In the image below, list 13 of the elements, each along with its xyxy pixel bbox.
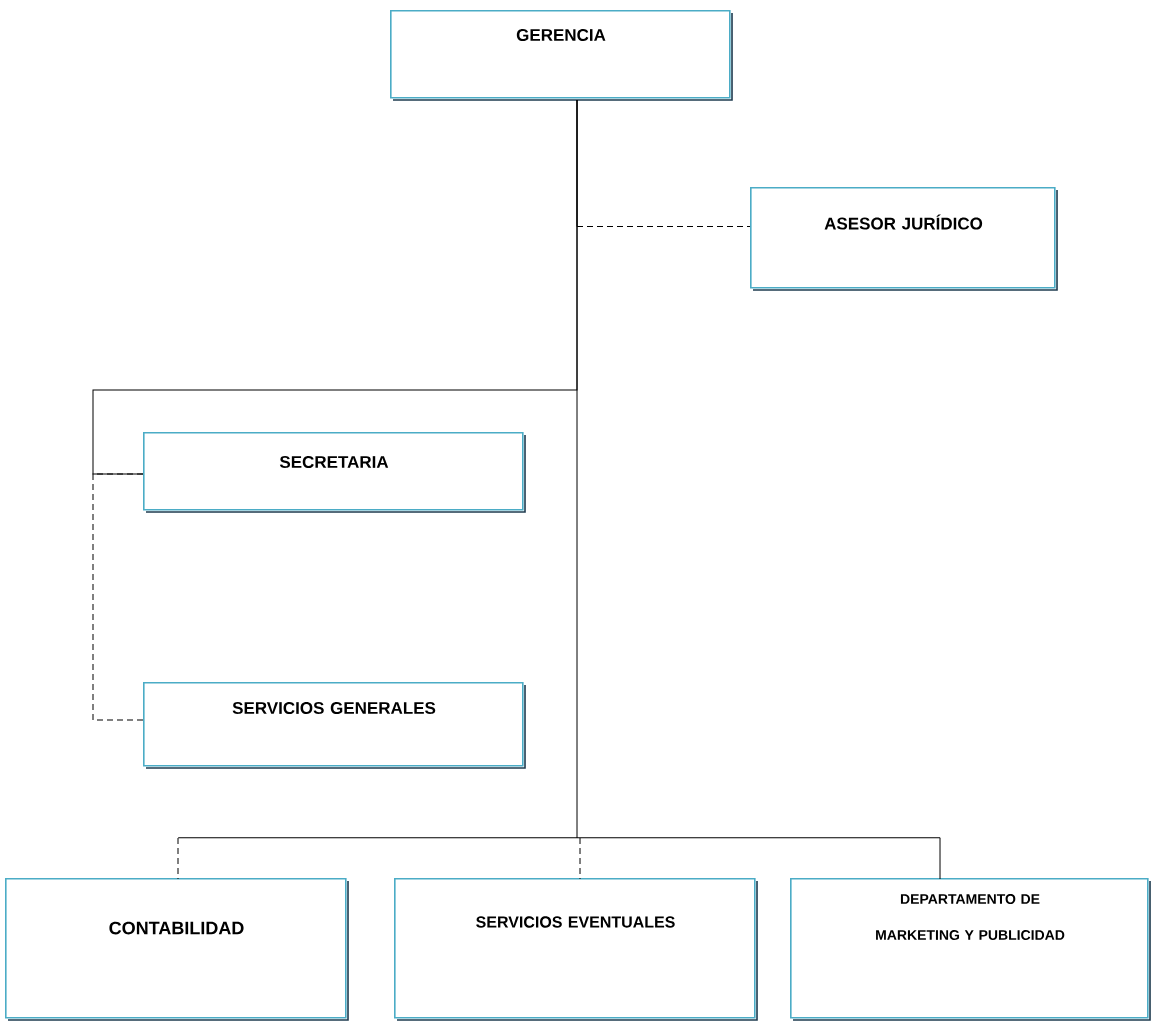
connector-line: [579, 837, 581, 880]
connector-line: [576, 99, 578, 839]
connector-line: [92, 473, 144, 721]
org-box: SECRETARIA: [143, 432, 526, 513]
org-box: SERVICIOS EVENTUALES: [394, 878, 758, 1021]
org-box: SERVICIOS GENERALES: [143, 682, 526, 769]
connector-line: [939, 837, 941, 880]
org-box: DEPARTAMENTO DE MARKETING Y PUBLICIDAD: [790, 878, 1151, 1021]
connector-line: [177, 837, 179, 880]
bus-line: [178, 837, 941, 839]
org-box: CONTABILIDAD: [5, 878, 349, 1021]
org-box: ASESOR JURÍDICO: [750, 187, 1058, 291]
org-box: GERENCIA: [390, 10, 733, 101]
